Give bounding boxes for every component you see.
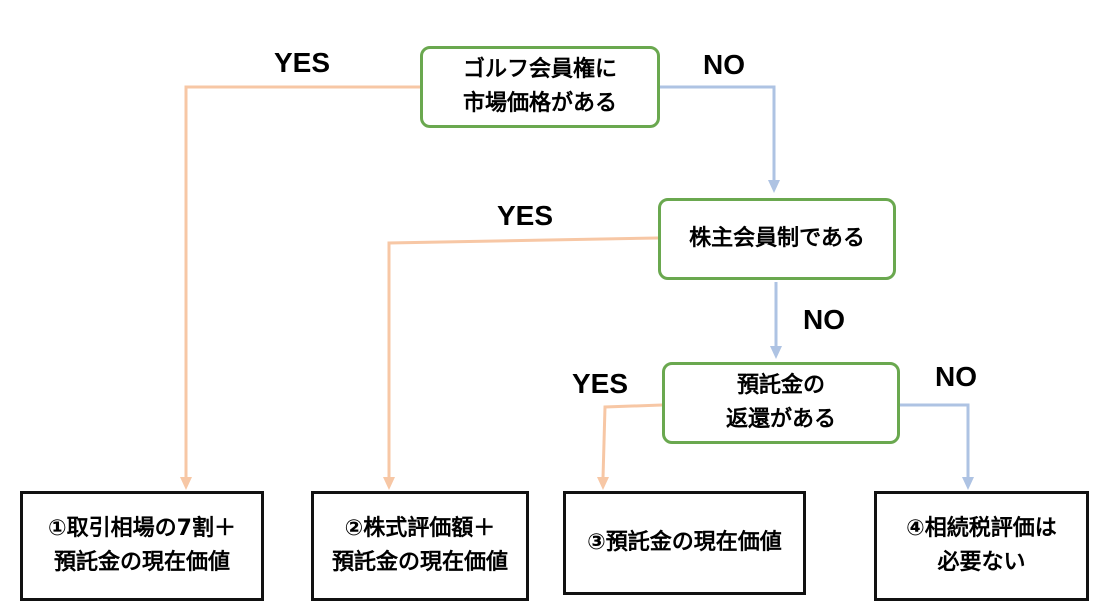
arrowhead-no-3 <box>962 477 974 490</box>
connector-yes-3 <box>601 403 663 479</box>
decision-shareholder-membership: 株主会員制である <box>658 198 896 280</box>
connector-yes-2 <box>387 236 659 478</box>
arrowhead-no-1 <box>768 180 780 193</box>
label-no-3: NO <box>935 361 977 392</box>
arrowhead-yes-1 <box>180 477 192 490</box>
label-no-1: NO <box>703 49 745 80</box>
decision-golf-market-price: ゴルフ会員権に 市場価格がある <box>420 46 660 128</box>
result-deposit-present-value: ③預託金の現在価値 <box>563 491 806 595</box>
connector-no-3 <box>900 403 970 478</box>
connector-no-1 <box>658 85 776 180</box>
label-yes-2: YES <box>497 200 554 231</box>
result-trading-price-plus-deposit: ①取引相場の7割＋ 預託金の現在価値 <box>20 491 264 601</box>
label-yes-3: YES <box>572 368 629 399</box>
label-no-2: NO <box>803 304 845 335</box>
connector-yes-1 <box>184 85 420 478</box>
arrowhead-yes-3 <box>597 477 609 490</box>
result-share-value-plus-deposit: ②株式評価額＋ 預託金の現在価値 <box>311 491 529 601</box>
arrowhead-yes-2 <box>383 477 395 490</box>
arrowhead-no-2 <box>770 346 782 359</box>
result-no-valuation-needed: ④相続税評価は 必要ない <box>874 491 1089 601</box>
label-yes-1: YES <box>274 47 331 78</box>
decision-deposit-refund: 預託金の 返還がある <box>662 362 900 444</box>
